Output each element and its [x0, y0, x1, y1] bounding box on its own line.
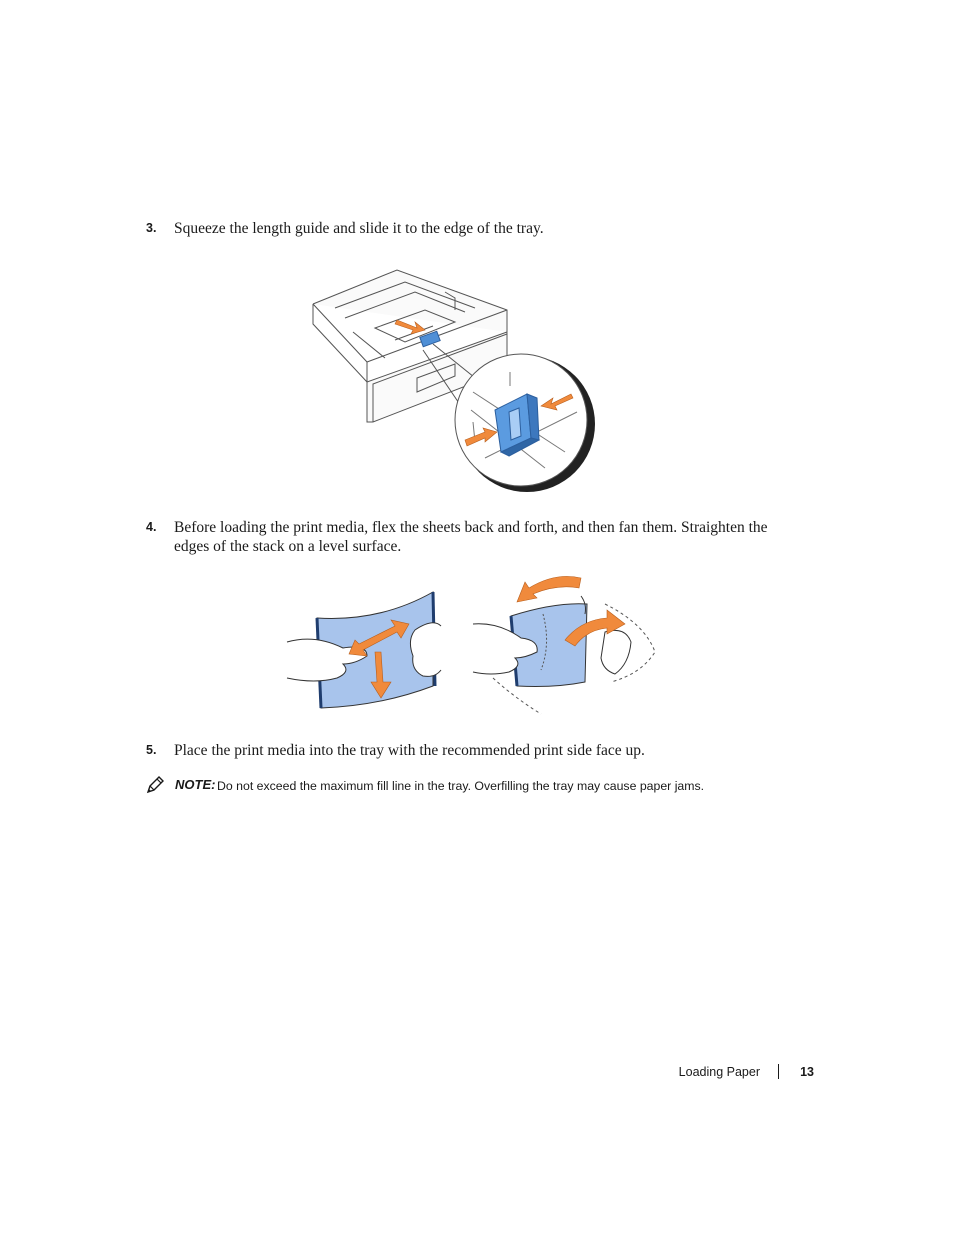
tray-length-guide-illustration [312, 269, 595, 492]
step-4: 4. Before loading the print media, flex … [146, 518, 786, 556]
note-text: Do not exceed the maximum fill line in t… [217, 779, 705, 793]
note-label: NOTE: [175, 777, 216, 792]
step-text: Before loading the print media, flex the… [174, 519, 768, 555]
page-number: 13 [800, 1065, 814, 1079]
step-3: 3. Squeeze the length guide and slide it… [146, 219, 786, 238]
note-callout: NOTE: Do not exceed the maximum fill lin… [146, 774, 786, 798]
step-number: 4. [146, 520, 157, 534]
pencil-note-icon [146, 776, 164, 794]
page-footer: Loading Paper 13 [514, 1063, 814, 1081]
step-text: Squeeze the length guide and slide it to… [174, 220, 544, 237]
step-number: 3. [146, 221, 157, 235]
footer-section-title: Loading Paper [678, 1065, 760, 1079]
step-number: 5. [146, 743, 157, 757]
footer-divider [778, 1064, 779, 1079]
step-text: Place the print media into the tray with… [174, 742, 645, 759]
step-5: 5. Place the print media into the tray w… [146, 741, 786, 760]
flex-paper-stack [286, 591, 442, 709]
fan-paper-stack [472, 576, 656, 715]
flex-and-fan-paper-illustration [286, 576, 656, 715]
